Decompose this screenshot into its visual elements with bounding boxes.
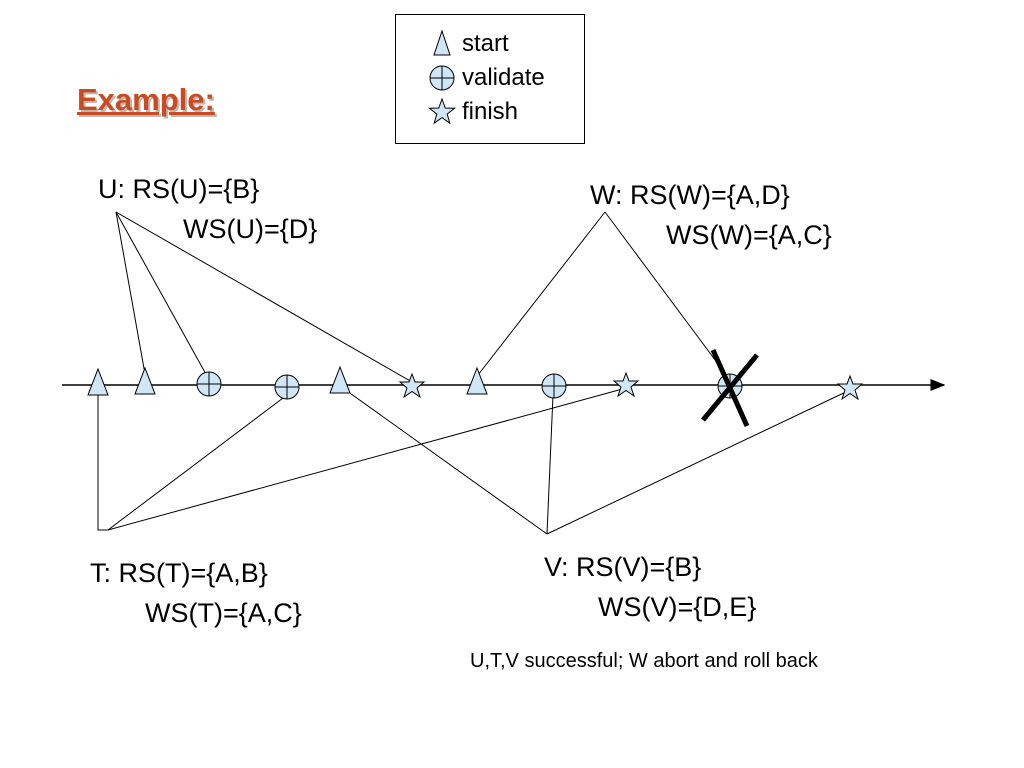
legend-validate: validate (426, 63, 545, 93)
t-write-set-label: WS(T)={A,C} (145, 598, 302, 628)
legend-box: start validate finish (395, 14, 585, 144)
w-read-set-label: W: RS(W)={A,D} (590, 180, 790, 210)
v-validate-circle (541, 373, 567, 399)
u-read-set-label: U: RS(U)={B} (98, 174, 260, 204)
slide-title: Example: (77, 82, 215, 117)
legend-finish: finish (426, 97, 518, 127)
t-validate-circle (274, 374, 300, 400)
legend-start: start (426, 29, 509, 59)
v-read-set-label: V: RS(V)={B} (544, 552, 702, 582)
w-start-triangle (466, 367, 488, 395)
legend-start-label: start (462, 30, 509, 57)
abort-cross-icon (701, 348, 759, 428)
legend-finish-label: finish (462, 98, 519, 125)
u-validate-circle (196, 371, 222, 397)
t-read-set-label: T: RS(T)={A,B} (90, 558, 268, 588)
u-start-triangle (134, 367, 156, 395)
v-finish-star (837, 375, 863, 400)
star-icon (427, 97, 457, 125)
t-finish-star (613, 372, 639, 397)
triangle-icon (433, 29, 451, 56)
v-start-triangle (329, 366, 351, 394)
connector-lines (97, 211, 851, 535)
result-note: U,T,V successful; W abort and roll back (470, 650, 818, 672)
u-write-set-label: WS(U)={D} (183, 214, 318, 244)
v-write-set-label: WS(V)={D,E} (598, 592, 757, 622)
legend-validate-label: validate (462, 64, 545, 91)
circle-plus-icon (429, 65, 455, 91)
t-start-triangle (87, 368, 109, 396)
w-write-set-label: WS(W)={A,C} (666, 220, 832, 250)
